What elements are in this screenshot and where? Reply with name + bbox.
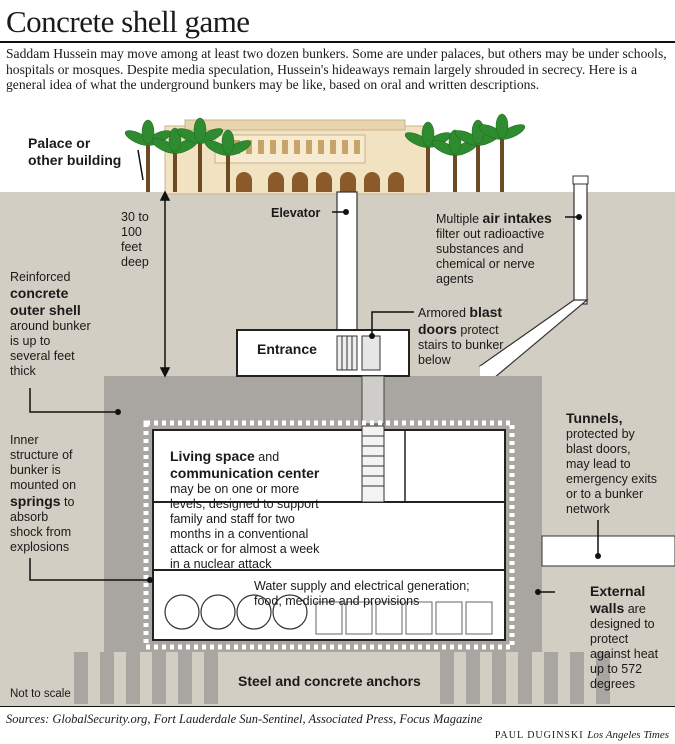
entrance-label: Entrance (257, 341, 317, 357)
blast-doors-label: Armored blast doors protect stairs to bu… (418, 304, 504, 367)
palace-illustration (164, 119, 428, 195)
water-supply-label: Water supply and electrical generation;f… (254, 579, 470, 608)
sources: Sources: GlobalSecurity.org, Fort Lauder… (6, 712, 483, 726)
anchors-label: Steel and concrete anchors (238, 673, 421, 689)
tunnel (541, 535, 675, 567)
sources-rule (0, 706, 675, 707)
spring-frame (143, 420, 515, 650)
palm-trees (124, 113, 526, 192)
air-intake-cap (572, 175, 589, 185)
air-intakes-label: Multiple air intakes filter out radioact… (436, 210, 552, 286)
callout-dots (115, 209, 601, 595)
anchors (74, 652, 610, 704)
living-space-label: Living space and communication center ma… (170, 448, 320, 571)
title-rule (0, 41, 675, 43)
callout-lines (29, 149, 599, 593)
page-title: Concrete shell game (6, 4, 250, 39)
scale-note: Not to scale (10, 688, 71, 700)
stair-shaft (361, 375, 385, 425)
entrance-doors (336, 335, 381, 371)
credit: Paul Duginski Los Angeles Times (494, 729, 669, 741)
water-tanks (164, 594, 308, 630)
intro-text: Saddam Hussein may move among at least t… (6, 46, 667, 92)
elevator-label: Elevator (271, 206, 321, 220)
supply-crates (315, 601, 493, 635)
interior-stairs (361, 425, 385, 503)
